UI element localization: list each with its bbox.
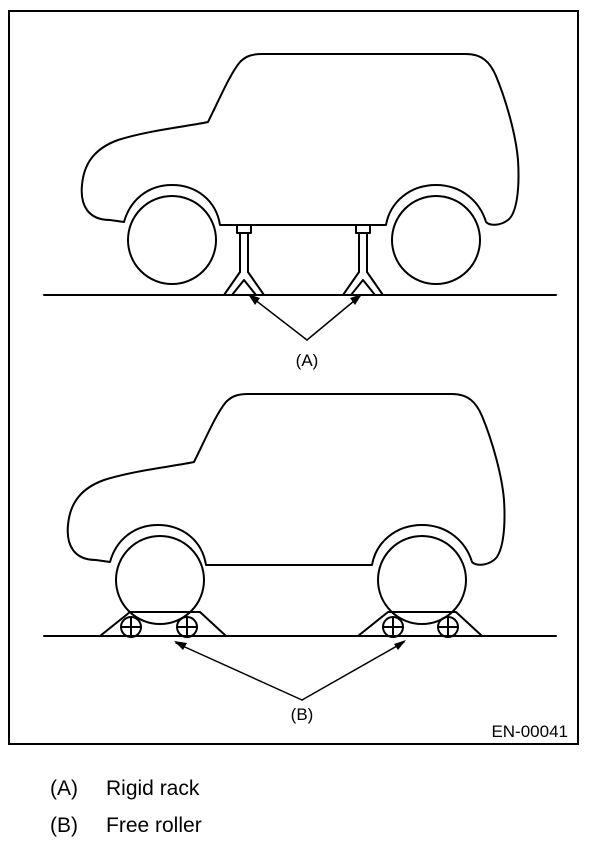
legend-key: (B)	[50, 814, 78, 837]
car-on-rigid-rack	[43, 53, 557, 341]
roller-2	[176, 616, 198, 638]
car-on-free-roller	[43, 393, 557, 701]
roller-4	[437, 616, 459, 638]
legend-item: (A) Rigid rack	[50, 770, 590, 807]
roller-1	[120, 616, 142, 638]
roller-frame-right	[357, 611, 483, 637]
rigid-rack-right	[342, 224, 384, 296]
rear-wheel-bottom	[377, 535, 467, 625]
roller-frame-left	[99, 611, 227, 637]
legend: (A) Rigid rack (B) Free roller	[50, 770, 590, 844]
legend-text: Free roller	[106, 814, 202, 837]
legend-item: (B) Free roller	[50, 807, 590, 844]
callout-a: (A)	[296, 351, 319, 370]
arrowhead-b-left	[174, 641, 187, 650]
leader-lines-b	[175, 641, 405, 701]
callout-b: (B)	[291, 705, 314, 724]
car-body-bottom	[66, 393, 506, 566]
figure-code: EN-00041	[491, 722, 568, 741]
rear-wheel-top	[391, 195, 481, 285]
diagram-figure: (A) (B) EN-00041	[8, 10, 579, 745]
legend-text: Rigid rack	[106, 777, 200, 800]
roller-3	[382, 616, 404, 638]
front-wheel-top	[127, 195, 217, 285]
arrowhead-b-right	[394, 640, 406, 650]
arrowhead-a-right	[350, 294, 362, 305]
legend-key: (A)	[50, 777, 78, 800]
arrowhead-a-left	[248, 294, 260, 305]
leader-lines-a	[249, 295, 361, 341]
figure-border	[8, 10, 579, 745]
rigid-rack-left	[223, 224, 265, 296]
car-body-top	[80, 53, 520, 226]
front-wheel-bottom	[115, 535, 205, 625]
